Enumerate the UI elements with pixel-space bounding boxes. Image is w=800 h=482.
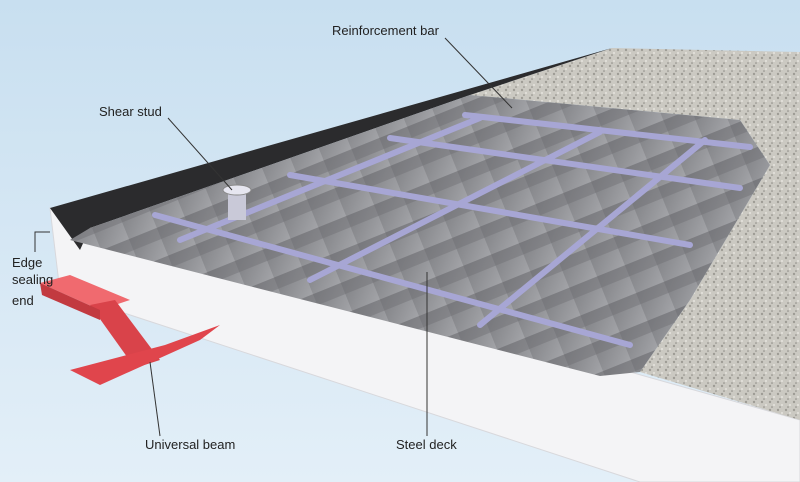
label-line: sealing: [12, 272, 54, 287]
leader-lines: [34, 37, 513, 437]
label-line: end: [12, 293, 34, 308]
rebar: [307, 129, 603, 283]
label-line: Edge: [12, 255, 43, 270]
rebar: [387, 135, 743, 191]
shear-stud-icon: [222, 184, 252, 220]
leader-universal-beam: [149, 361, 161, 437]
label-steel-deck: Steel deck: [396, 437, 457, 452]
concrete-fill: [470, 48, 800, 420]
rebar: [152, 212, 633, 348]
rebar: [287, 172, 693, 248]
universal-beam-icon: [40, 275, 220, 385]
leader-shear-stud: [167, 117, 233, 191]
label-edge-sealing-end: Edge sealing end: [12, 254, 53, 309]
leader-edge-sealing: [34, 231, 50, 252]
rebar: [477, 137, 708, 328]
label-universal-beam: Universal beam: [145, 437, 236, 452]
leader-reinforcement-bar: [444, 37, 513, 109]
label-shear-stud: Shear stud: [99, 104, 162, 119]
label-reinforcement-bar: Reinforcement bar: [332, 23, 439, 38]
